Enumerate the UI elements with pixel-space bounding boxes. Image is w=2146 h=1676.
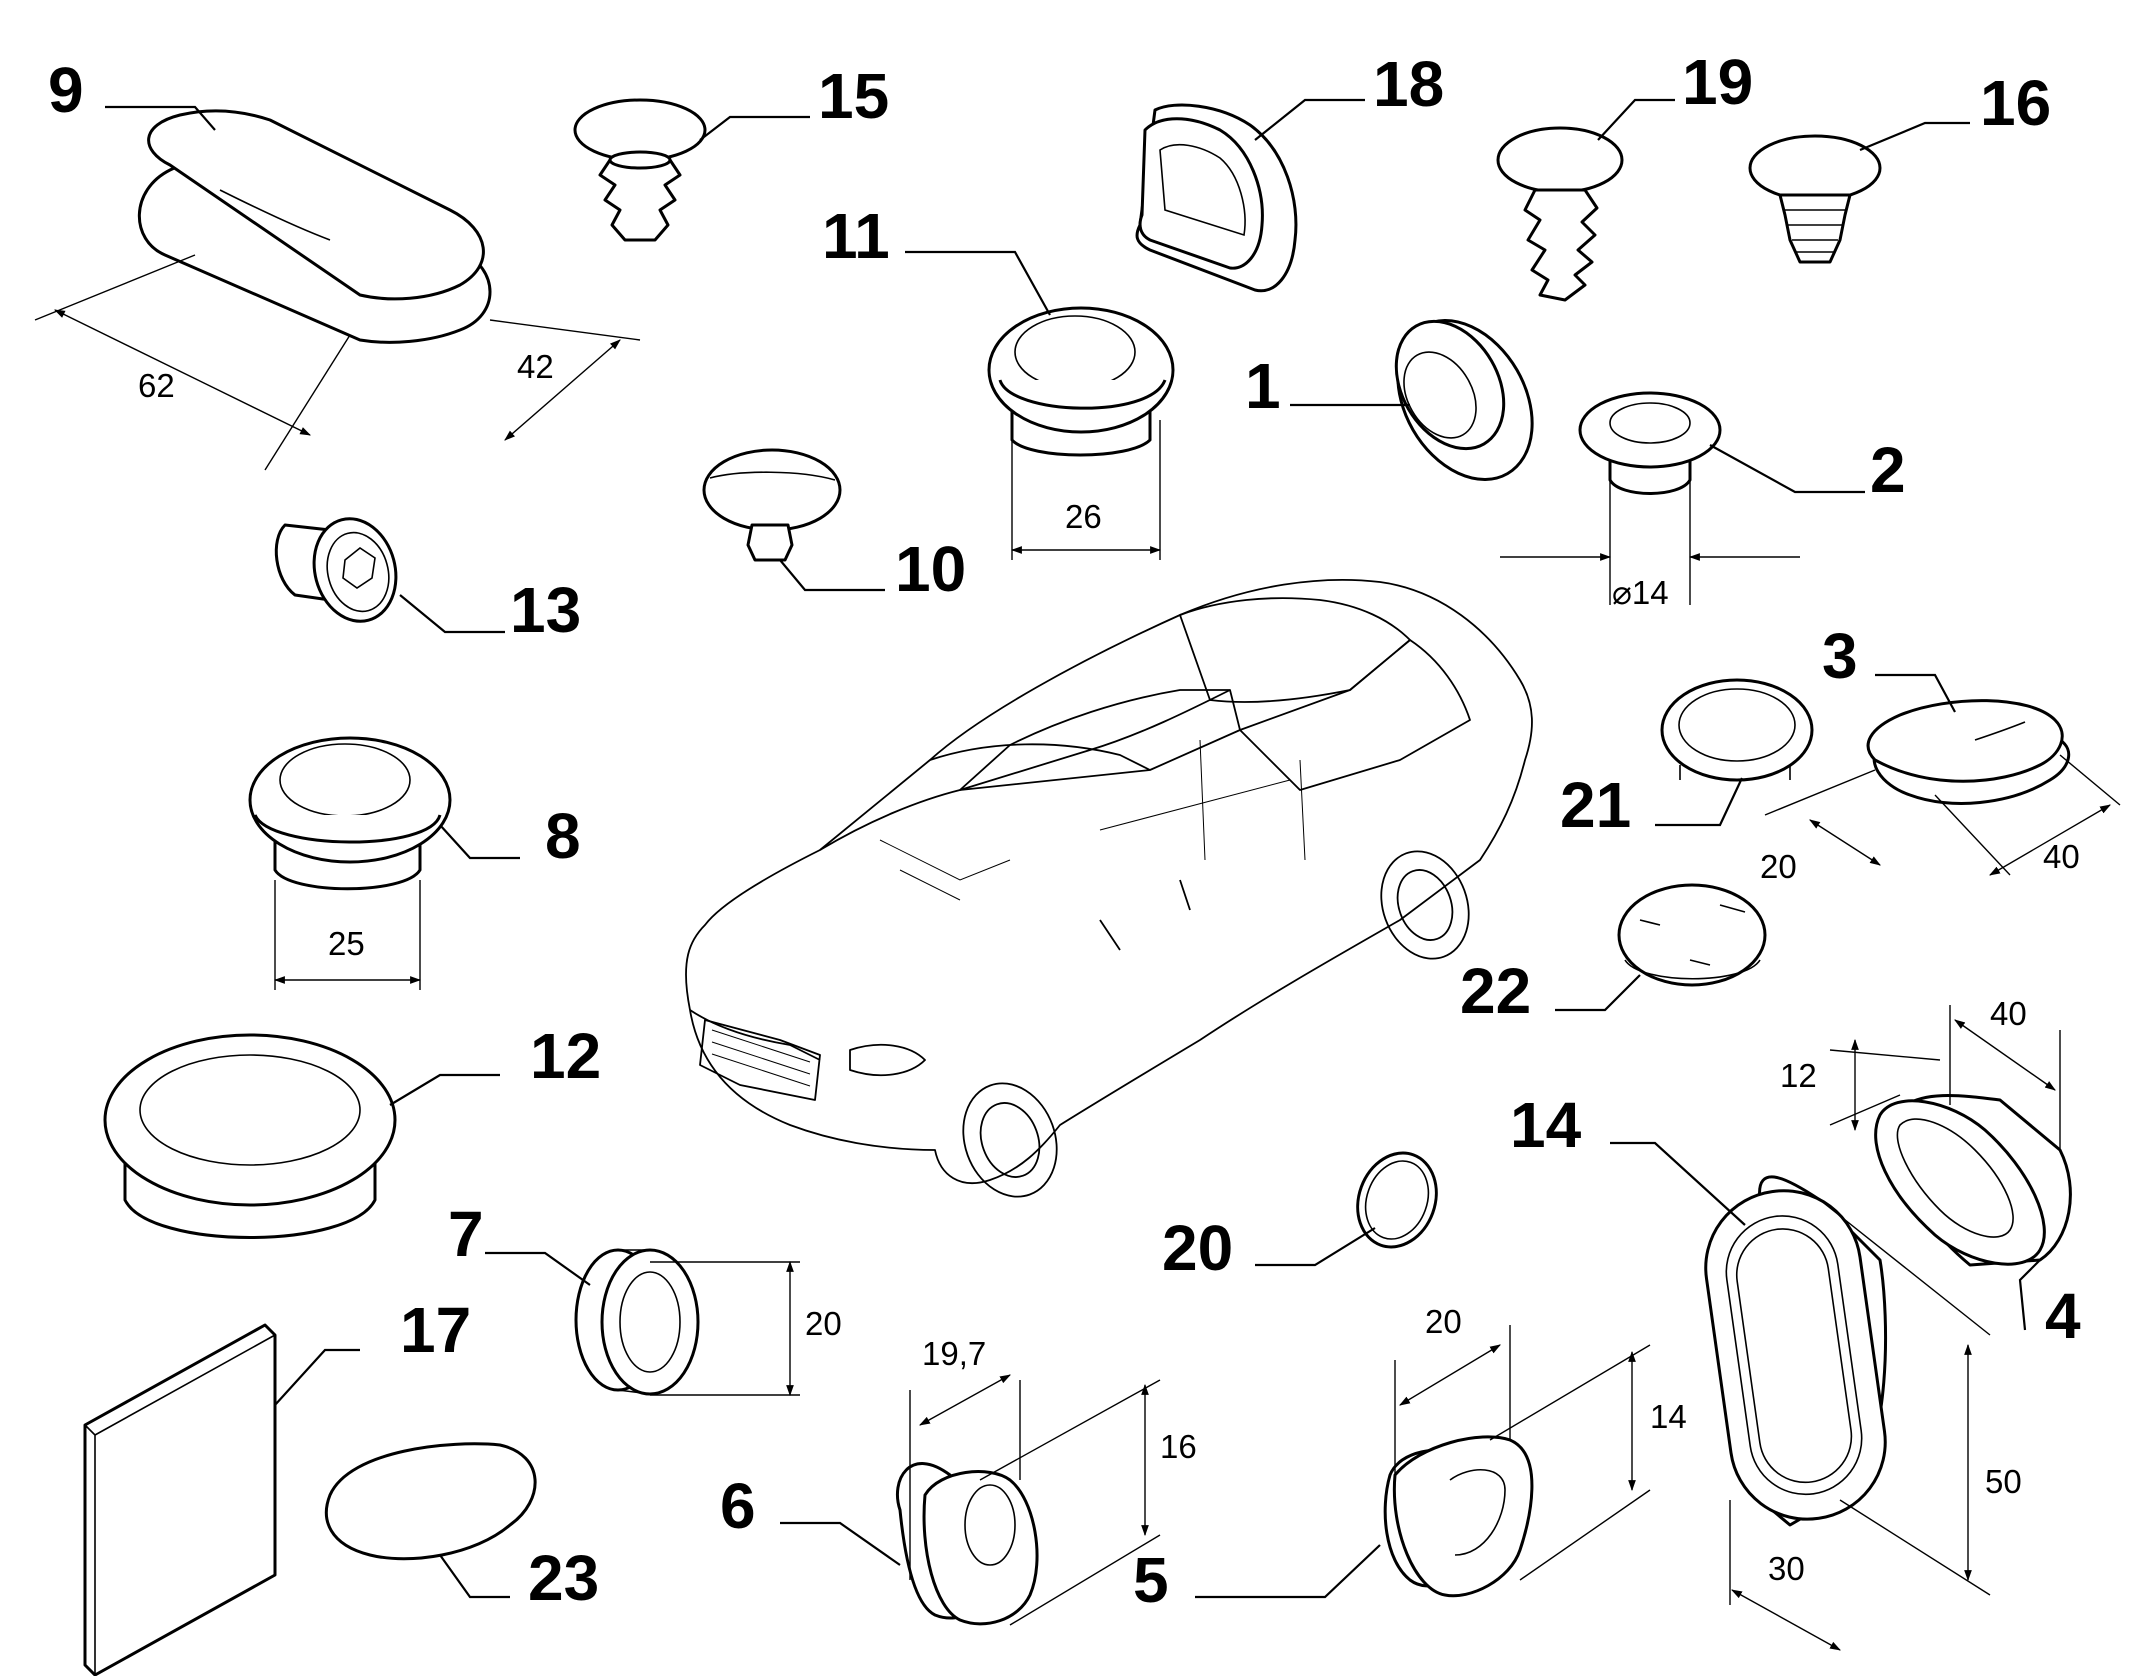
part-18-d-seal: [1135, 103, 1298, 293]
callout-11: 11: [822, 200, 890, 272]
part-2-grommet: [1578, 391, 1722, 495]
callout-23: 23: [528, 1542, 599, 1614]
part-19-fir-tree-clip: [1496, 126, 1624, 302]
dim-p7-dia: 20: [805, 1305, 842, 1342]
part-22-flat-cap: [1617, 883, 1767, 987]
callout-13: 13: [510, 574, 581, 646]
dim-p14-height: 50: [1985, 1463, 2022, 1500]
part-6-d-plug: [895, 1462, 1039, 1626]
part-16-dome-clip: [1748, 134, 1882, 264]
callout-3: 3: [1822, 620, 1858, 692]
part-5-d-plug: [1383, 1435, 1534, 1598]
part-10-cap-clip: [702, 448, 842, 562]
callout-19: 19: [1682, 46, 1753, 118]
dim-p14-width: 30: [1768, 1550, 1805, 1587]
dim-p5-width: 20: [1425, 1303, 1462, 1340]
part-11-round-plug: [987, 306, 1175, 457]
part-14-long-grommet: [1704, 1175, 1888, 1527]
part-4-slot-plug: [1874, 1094, 2072, 1267]
car-illustration: [685, 578, 1533, 1198]
callout-18: 18: [1373, 48, 1444, 120]
callout-16: 16: [1980, 67, 2051, 139]
callout-20: 20: [1162, 1212, 1233, 1284]
dim-p2-dia: ⌀14: [1612, 574, 1669, 611]
callout-5: 5: [1133, 1544, 1169, 1616]
callout-14: 14: [1510, 1089, 1582, 1161]
part-15-push-rivet: [573, 98, 707, 242]
callout-9: 9: [48, 54, 84, 126]
dim-p8-dia: 25: [328, 925, 365, 962]
part-8-round-plug: [248, 736, 452, 891]
callout-6: 6: [720, 1470, 756, 1542]
part-1-stepped-plug: [1394, 319, 1534, 481]
leader-lines: [105, 98, 2041, 1599]
callout-1: 1: [1245, 350, 1281, 422]
callout-8: 8: [545, 800, 581, 872]
dim-p3-length: 40: [2043, 838, 2080, 875]
part-13-hex-plug: [274, 517, 398, 623]
part-17-pad: [83, 1323, 277, 1676]
dim-p5-height: 14: [1650, 1398, 1687, 1435]
callout-21: 21: [1560, 769, 1631, 841]
part-3-oval-plug: [1866, 699, 2071, 805]
callout-4: 4: [2045, 1280, 2081, 1352]
part-12-large-plug: [103, 1033, 397, 1239]
dim-p4-height: 12: [1780, 1057, 1817, 1094]
dim-p3-width: 20: [1760, 848, 1797, 885]
callout-15: 15: [818, 60, 889, 132]
callout-2: 2: [1870, 434, 1906, 506]
part-7-cylinder-plug: [574, 1248, 700, 1396]
dimension-labels: 62 42 26 ⌀14 20 40 25 40 12 20 19,7 16 2…: [138, 348, 2080, 1587]
dim-p9-length: 62: [138, 367, 175, 404]
part-23-adhesive-patch: [324, 1442, 537, 1561]
dim-p9-width: 42: [517, 348, 554, 385]
callout-22: 22: [1460, 955, 1531, 1027]
callout-labels: 9 15 18 19 16 11 1 2 13 10 3 21 8 22 12 …: [48, 46, 2081, 1616]
part-20-o-ring: [1356, 1151, 1438, 1249]
dim-p6-width: 19,7: [922, 1335, 986, 1372]
dim-p6-height: 16: [1160, 1428, 1197, 1465]
part-9-oval-plug: [137, 109, 492, 344]
callout-17: 17: [400, 1294, 471, 1366]
callout-12: 12: [530, 1020, 601, 1092]
dim-p4-length: 40: [1990, 995, 2027, 1032]
callout-7: 7: [448, 1198, 484, 1270]
part-21-cap: [1660, 678, 1814, 782]
dim-p11-dia: 26: [1065, 498, 1102, 535]
callout-10: 10: [895, 533, 966, 605]
